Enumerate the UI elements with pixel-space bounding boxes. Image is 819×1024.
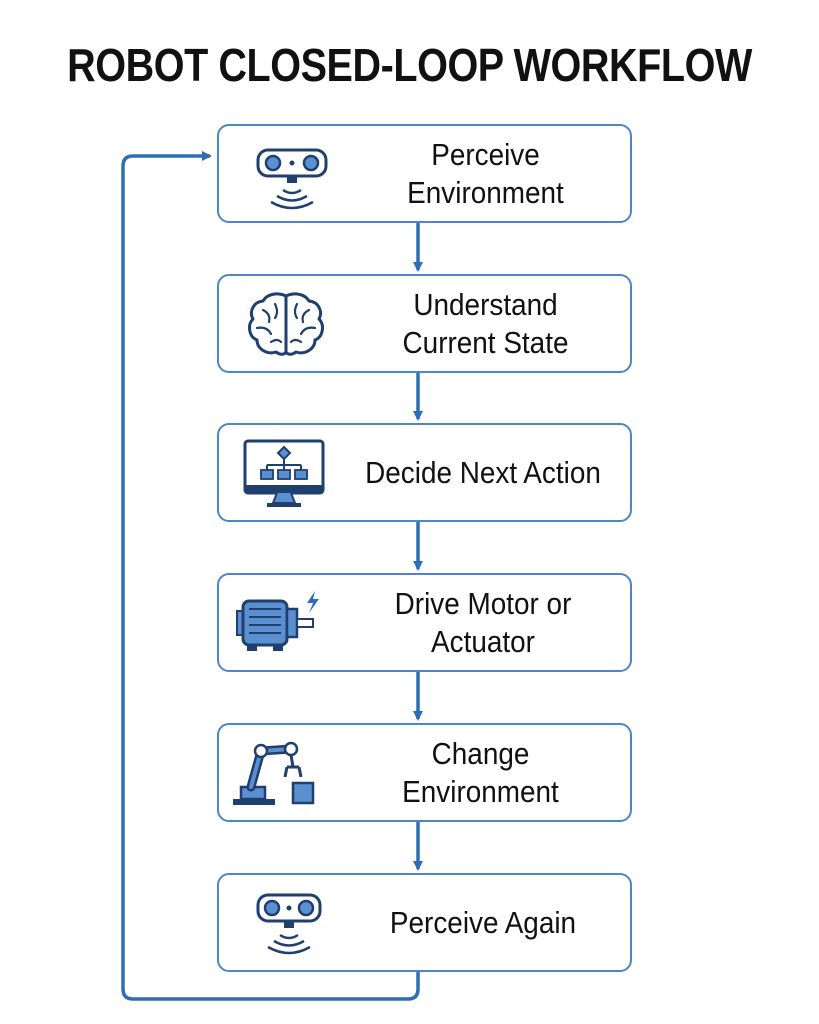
- step-perceive-again: Perceive Again: [217, 873, 632, 972]
- step-drive-motor-or-actuator: Drive Motor or Actuator: [217, 573, 632, 672]
- step-label: Drive Motor or Actuator: [394, 585, 572, 659]
- motor-icon: [233, 587, 323, 659]
- step-label: Perceive Again: [389, 904, 577, 940]
- step-label: Understand Current State: [402, 286, 569, 360]
- step-change-environment: Change Environment: [217, 723, 632, 822]
- step-decide-next-action: Decide Next Action: [217, 423, 632, 522]
- feedback-loop-arrow: [121, 151, 420, 1001]
- robot-sensor-icon: [249, 887, 339, 959]
- step-understand-current-state: Understand Current State: [217, 274, 632, 373]
- step-label: Perceive Environment: [407, 136, 564, 210]
- robot-arm-icon: [227, 737, 327, 809]
- step-label: Decide Next Action: [365, 454, 601, 490]
- monitor-flowchart-icon: [239, 437, 329, 509]
- brain-icon: [241, 288, 331, 360]
- robot-sensor-icon: [249, 138, 339, 210]
- step-perceive-environment: Perceive Environment: [217, 124, 632, 223]
- step-label: Change Environment: [402, 735, 559, 809]
- page-title: ROBOT CLOSED-LOOP WORKFLOW: [67, 39, 752, 91]
